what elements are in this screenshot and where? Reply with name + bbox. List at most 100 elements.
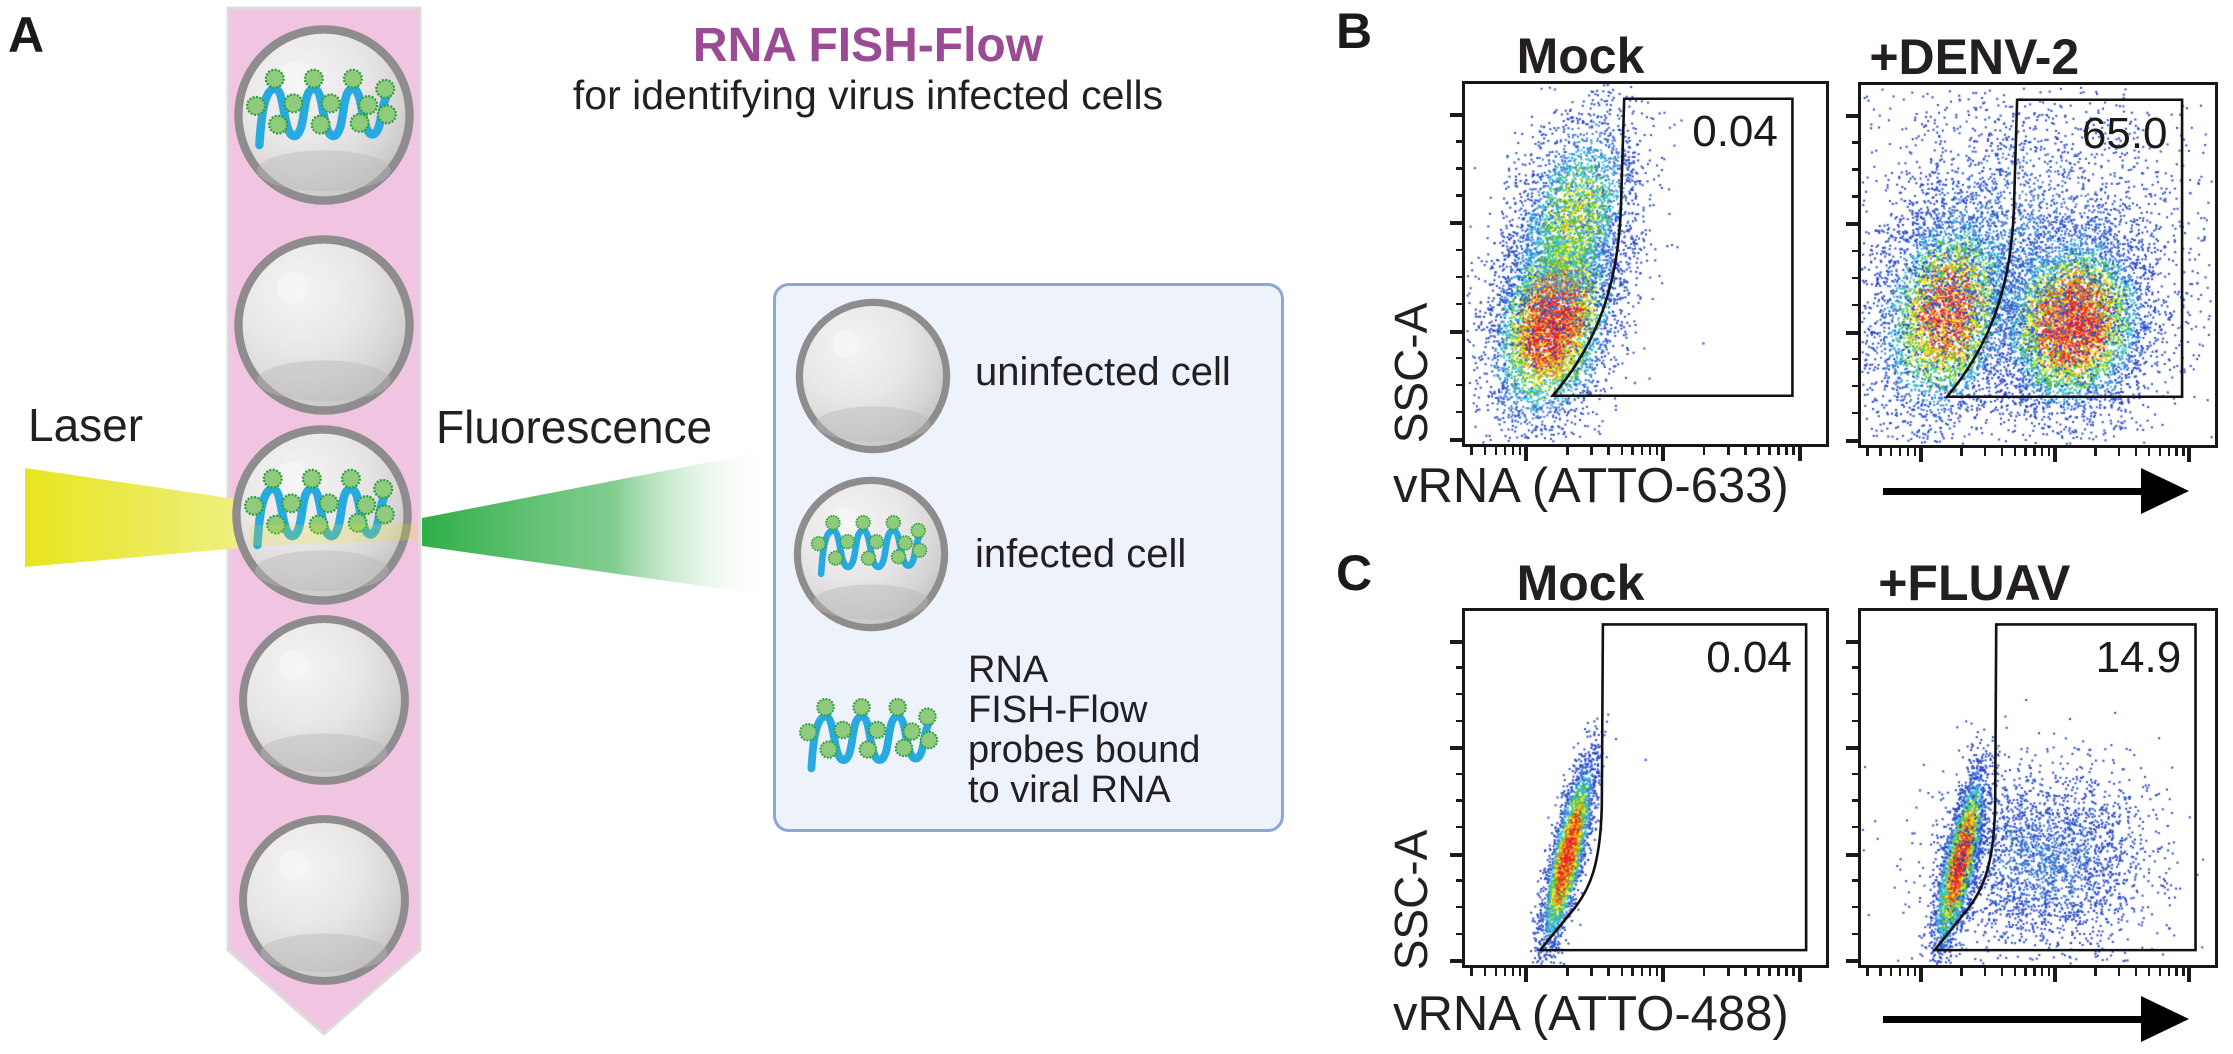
axis-tick — [1456, 879, 1462, 882]
axis-tick — [2041, 968, 2044, 976]
axis-tick — [2147, 968, 2151, 976]
axis-tick — [1785, 968, 1788, 976]
axis-tick — [1852, 666, 1858, 669]
axis-tick — [2182, 448, 2185, 456]
axis-tick — [2118, 968, 2121, 976]
axis-tick — [1852, 692, 1858, 696]
scatter-canvas — [1861, 611, 2215, 965]
axis-tick — [2187, 448, 2192, 462]
axis-tick — [1846, 330, 1858, 335]
axis-tick — [1456, 275, 1462, 278]
axis-tick — [1797, 447, 1802, 461]
axis-tick — [1797, 968, 1802, 982]
axis-tick — [1777, 968, 1780, 976]
uninfected-cell-2 — [243, 619, 405, 781]
axis-tick — [1846, 852, 1858, 857]
axis-tick — [1631, 968, 1634, 976]
probes-label-line-1: RNA — [968, 649, 1049, 691]
axis-tick — [1960, 448, 1963, 456]
axis-tick — [1852, 826, 1858, 829]
axis-tick — [1607, 968, 1610, 976]
axis-tick — [1456, 194, 1462, 197]
gate-percentage: 0.04 — [1706, 632, 1792, 682]
axis-tick — [1655, 968, 1658, 976]
flow-channel-graphic — [25, 6, 772, 1036]
axis-tick — [1727, 968, 1730, 976]
axis-tick — [1889, 968, 1893, 976]
axis-tick — [1450, 221, 1462, 226]
axis-tick — [1879, 448, 1882, 456]
axis-tick — [1846, 439, 1858, 444]
axis-tick — [1590, 447, 1593, 455]
axis-tick — [1620, 447, 1623, 455]
laser-label: Laser — [28, 399, 144, 451]
infected-cell-icon — [791, 474, 951, 634]
axis-tick — [2024, 968, 2027, 976]
legend-label-infected: infected cell — [975, 532, 1187, 576]
axis-tick — [1913, 448, 1916, 456]
axis-tick — [1456, 799, 1462, 802]
panel-b-label: B — [1336, 3, 1373, 59]
axis-tick — [1777, 447, 1780, 455]
axis-tick — [1660, 968, 1665, 982]
axis-tick — [2033, 968, 2036, 976]
axis-tick — [1983, 968, 1987, 976]
axis-tick — [1456, 248, 1462, 251]
axis-tick — [1906, 448, 1910, 456]
uninfected-cell-icon — [793, 296, 953, 456]
scatter-canvas — [1465, 611, 1826, 965]
axis-tick — [2053, 448, 2058, 462]
axis-tick — [1852, 357, 1858, 361]
axis-tick — [1852, 932, 1858, 936]
axis-tick — [2000, 968, 2003, 976]
axis-tick — [1494, 447, 1497, 455]
axis-tick — [1889, 448, 1893, 456]
axis-tick — [1450, 746, 1462, 751]
axis-tick — [2118, 448, 2121, 456]
axis-tick — [1456, 356, 1462, 360]
gate-percentage: 65.0 — [2081, 109, 2168, 159]
x-axis-label-c: vRNA (ATTO-488) — [1393, 987, 1789, 1041]
axis-tick — [1511, 968, 1515, 976]
probes-label-line-3: probes bound — [968, 729, 1201, 771]
axis-tick — [1660, 447, 1665, 461]
axis-tick — [1456, 826, 1462, 829]
legend-label-uninfected: uninfected cell — [975, 350, 1231, 394]
axis-tick — [1852, 168, 1858, 171]
axis-tick — [1852, 141, 1858, 144]
axis-tick — [1898, 448, 1902, 456]
axis-tick — [2147, 448, 2151, 456]
gate-outline — [1465, 611, 1826, 965]
axis-tick — [1703, 968, 1706, 976]
axis-tick — [2182, 968, 2185, 976]
axis-tick — [1450, 329, 1462, 334]
axis-tick — [1852, 412, 1858, 415]
plot-title: +FLUAV — [1878, 555, 2071, 611]
plot-title: Mock — [1516, 555, 1645, 611]
axis-tick — [2158, 968, 2161, 976]
figure-subtitle: for identifying virus infected cells — [572, 72, 1164, 118]
axis-tick — [2134, 968, 2138, 976]
axis-tick — [1640, 447, 1643, 455]
axis-tick — [2000, 448, 2003, 456]
axis-tick — [1852, 906, 1858, 909]
axis-tick — [1456, 772, 1462, 776]
axis-tick — [1483, 447, 1487, 455]
axis-tick — [1456, 411, 1462, 414]
axis-tick — [1503, 447, 1507, 455]
axis-tick — [1648, 447, 1651, 455]
axis-tick — [1483, 968, 1487, 976]
axis-tick — [2167, 448, 2170, 456]
gate-percentage: 0.04 — [1692, 107, 1778, 156]
axis-tick — [1456, 167, 1462, 170]
axis-tick — [1846, 639, 1858, 644]
axis-tick — [2033, 448, 2036, 456]
axis-tick — [1727, 447, 1730, 455]
axis-tick — [1523, 447, 1528, 461]
axis-tick — [1983, 448, 1987, 456]
axis-tick — [1792, 447, 1795, 455]
x-axis-label-b: vRNA (ATTO-633) — [1393, 459, 1789, 513]
axis-tick — [1852, 303, 1858, 307]
fluorescence-label: Fluorescence — [436, 401, 713, 453]
